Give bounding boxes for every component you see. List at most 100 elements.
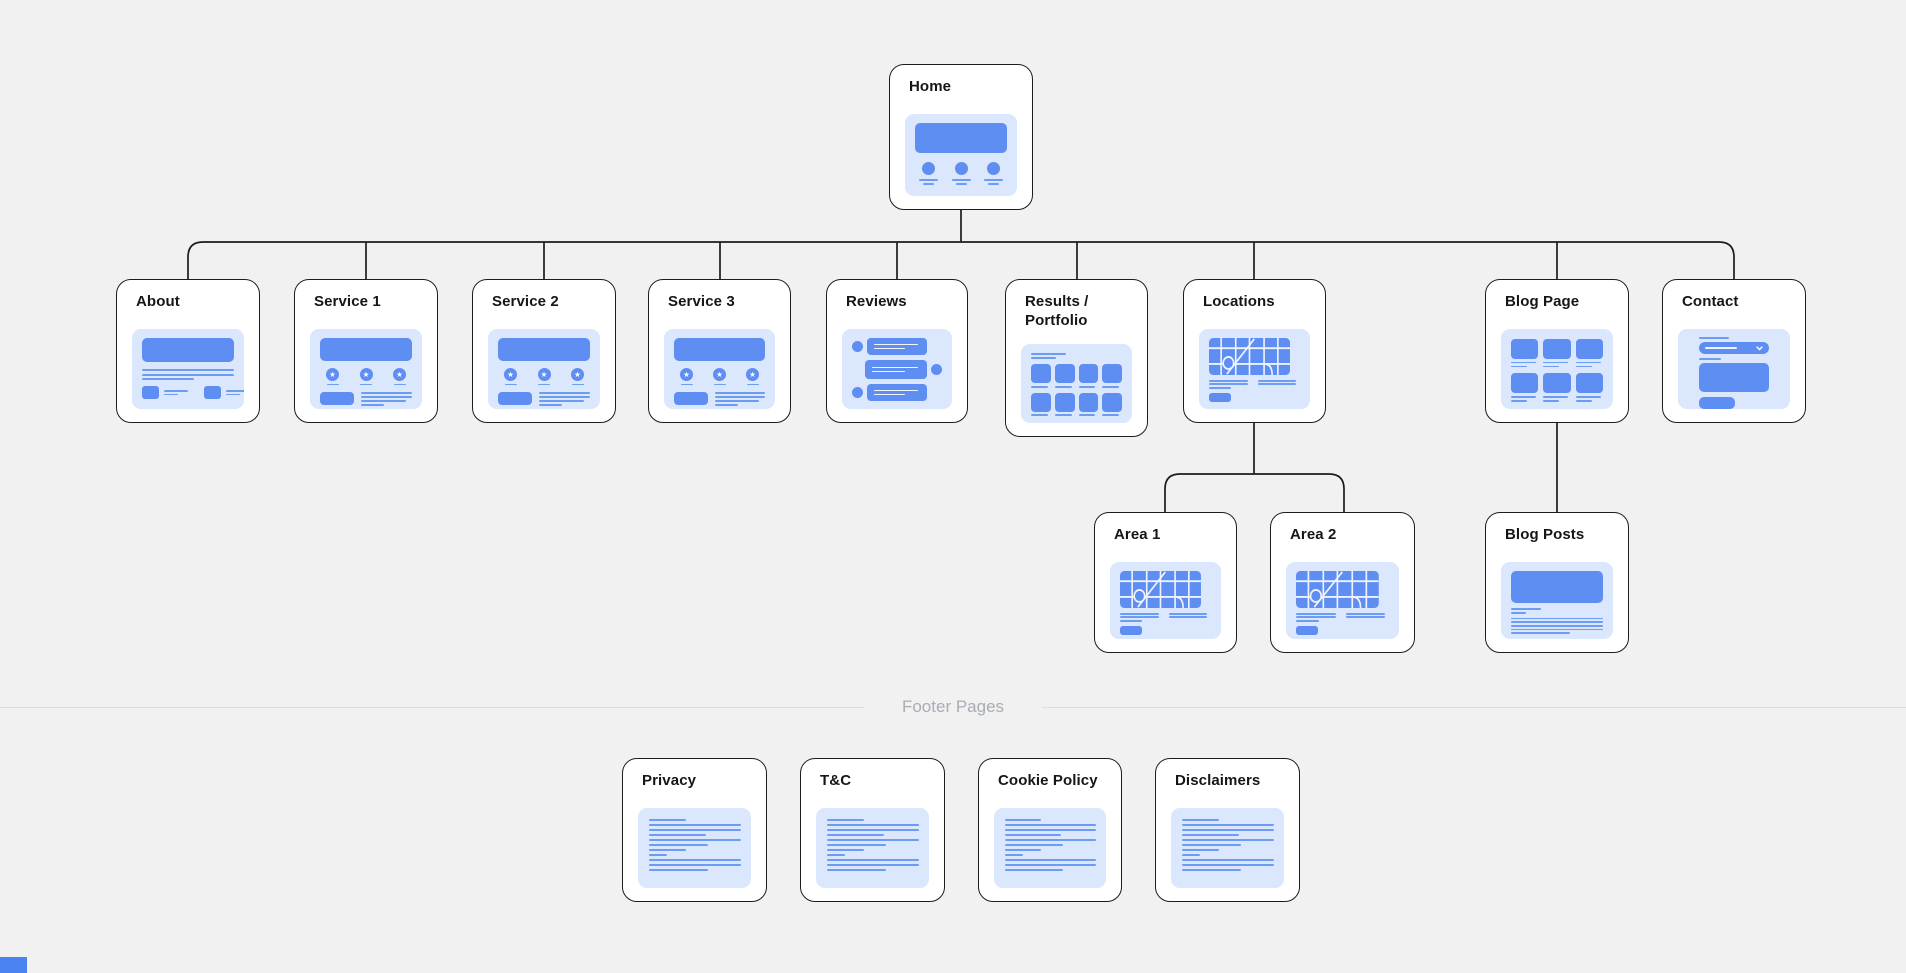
node-title: Blog Posts xyxy=(1505,526,1585,543)
wireframe-cta-row xyxy=(498,392,590,406)
sitemap-node-locations[interactable]: Locations xyxy=(1183,279,1326,423)
feature-dot xyxy=(954,162,968,175)
avatar-dot xyxy=(931,364,942,375)
byline-line xyxy=(1511,608,1541,610)
sitemap-node-area-2[interactable]: Area 2 xyxy=(1270,512,1415,653)
canvas-corner-artifact xyxy=(0,957,27,973)
sitemap-node-terms[interactable]: T&C xyxy=(800,758,945,902)
wireframe-hero-block xyxy=(498,338,590,361)
sitemap-node-blog-page[interactable]: Blog Page xyxy=(1485,279,1629,423)
page-thumbnail xyxy=(1110,562,1221,639)
star-icon: ★ xyxy=(359,368,373,381)
wireframe-cta-row xyxy=(320,392,412,406)
page-thumbnail xyxy=(842,329,952,409)
sitemap-node-service-2[interactable]: Service 2 ★ ★ ★ xyxy=(472,279,616,423)
page-thumbnail: ★ ★ ★ xyxy=(664,329,775,409)
wireframe-chat-row xyxy=(852,338,942,355)
node-title: Cookie Policy xyxy=(998,772,1098,789)
sitemap-node-service-3[interactable]: Service 3 ★ ★ ★ xyxy=(648,279,791,423)
wireframe-hero-block xyxy=(674,338,765,361)
submit-button-block xyxy=(1699,397,1735,409)
feature-box xyxy=(142,386,159,400)
node-title: Disclaimers xyxy=(1175,772,1261,789)
footer-pages-divider: Footer Pages xyxy=(0,697,1906,717)
node-title: T&C xyxy=(820,772,852,789)
sitemap-node-disclaimers[interactable]: Disclaimers xyxy=(1155,758,1300,902)
wireframe-heading-lines xyxy=(1031,353,1122,360)
divider-line xyxy=(0,706,864,708)
divider-line xyxy=(1042,706,1906,708)
sitemap-node-cookie-policy[interactable]: Cookie Policy xyxy=(978,758,1122,902)
chat-bubble xyxy=(867,384,927,401)
cta-button-block xyxy=(320,392,354,406)
wireframe-hero-block xyxy=(320,338,412,361)
divider-label: Footer Pages xyxy=(901,697,1005,716)
wireframe-document-lines xyxy=(1004,817,1096,871)
star-icon: ★ xyxy=(571,368,584,381)
wireframe-feature-row xyxy=(142,386,244,400)
page-thumbnail xyxy=(132,329,244,409)
wireframe-text-columns xyxy=(1209,380,1297,389)
dropdown-field-block xyxy=(1699,342,1769,354)
map-graphic xyxy=(1209,338,1290,375)
page-thumbnail xyxy=(1678,329,1790,409)
wireframe-document-lines xyxy=(826,817,919,871)
page-thumbnail xyxy=(1171,808,1284,888)
wireframe-text-lines xyxy=(142,369,234,381)
button-block xyxy=(1120,625,1142,635)
node-title: Service 2 xyxy=(492,293,559,310)
wireframe-star-row: ★ ★ ★ xyxy=(674,368,765,386)
textarea-block xyxy=(1699,363,1769,392)
sitemap-node-area-1[interactable]: Area 1 xyxy=(1094,512,1237,653)
page-thumbnail xyxy=(816,808,929,888)
page-thumbnail xyxy=(638,808,751,888)
node-title: Reviews xyxy=(846,293,907,310)
sitemap-node-privacy[interactable]: Privacy xyxy=(622,758,767,902)
map-graphic xyxy=(1296,571,1379,608)
avatar-dot xyxy=(852,387,863,398)
wireframe-text-lines xyxy=(1511,617,1603,635)
feature-dot xyxy=(987,162,1000,175)
wireframe-gallery-grid xyxy=(1031,364,1122,416)
button-block xyxy=(1209,392,1231,402)
connector-areas-trunk xyxy=(1164,473,1345,512)
node-title: Blog Page xyxy=(1505,293,1580,310)
page-thumbnail xyxy=(1021,344,1132,423)
feature-dot xyxy=(922,162,935,175)
wireframe-hero-block xyxy=(915,123,1007,153)
byline-line xyxy=(1511,612,1526,614)
node-title: Service 3 xyxy=(668,293,735,310)
cta-button-block xyxy=(498,392,532,406)
wireframe-image-block xyxy=(1511,571,1603,603)
field-label-line xyxy=(1699,337,1729,339)
sitemap-node-about[interactable]: About xyxy=(116,279,260,423)
node-title: Area 1 xyxy=(1114,526,1161,543)
wireframe-star-row: ★ ★ ★ xyxy=(320,368,412,386)
sitemap-node-results-portfolio[interactable]: Results / Portfolio xyxy=(1005,279,1148,437)
star-icon: ★ xyxy=(713,368,726,381)
wireframe-star-row: ★ ★ ★ xyxy=(498,368,590,386)
wireframe-chat-row xyxy=(852,360,942,379)
wireframe-document-lines xyxy=(648,817,741,871)
node-title: Privacy xyxy=(642,772,697,789)
page-thumbnail xyxy=(1501,329,1613,409)
chevron-down-icon xyxy=(1755,345,1763,350)
star-icon: ★ xyxy=(680,368,693,381)
wireframe-hero-block xyxy=(142,338,234,362)
map-graphic xyxy=(1120,571,1201,608)
page-thumbnail xyxy=(994,808,1106,888)
wireframe-cta-row xyxy=(674,392,765,406)
sitemap-node-home[interactable]: Home xyxy=(889,64,1033,210)
wireframe-document-lines xyxy=(1181,817,1274,871)
wireframe-chat-row xyxy=(852,384,942,401)
sitemap-node-service-1[interactable]: Service 1 ★ ★ ★ xyxy=(294,279,438,423)
sitemap-node-contact[interactable]: Contact xyxy=(1662,279,1806,423)
page-thumbnail: ★ ★ ★ xyxy=(488,329,600,409)
sitemap-node-reviews[interactable]: Reviews xyxy=(826,279,968,423)
star-icon: ★ xyxy=(326,368,339,381)
page-thumbnail xyxy=(1199,329,1310,409)
node-title: Results / Portfolio xyxy=(1025,293,1089,329)
cta-button-block xyxy=(674,392,708,406)
avatar-dot xyxy=(852,341,863,352)
sitemap-node-blog-posts[interactable]: Blog Posts xyxy=(1485,512,1629,653)
